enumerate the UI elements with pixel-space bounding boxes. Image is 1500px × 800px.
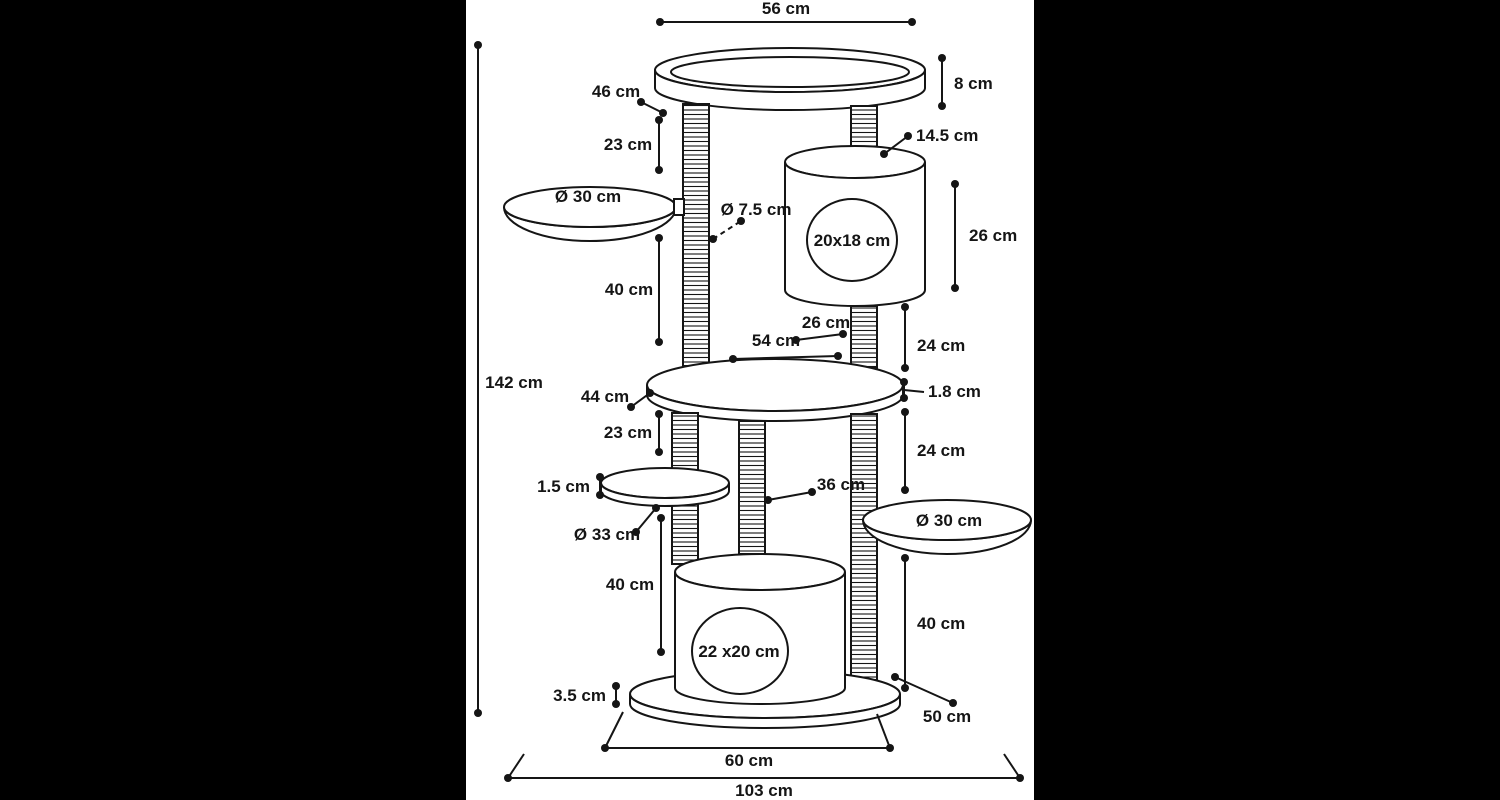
small-platform-diameter-label: Ø 33 cm [574, 525, 640, 544]
dim-small-platform-thickness: 1.5 cm [537, 473, 604, 499]
letterbox-left [0, 0, 466, 800]
top-tray [654, 47, 926, 111]
lower-condo [674, 553, 846, 705]
left-bowl-mount [673, 198, 685, 216]
dim-right-post-upper-segment: 24 cm [901, 408, 965, 494]
lower-middle-post [738, 420, 766, 555]
overall-height-label: 142 cm [485, 373, 543, 392]
dim-upper-post-lower-segment: 40 cm [605, 234, 663, 346]
dim-base-width: 60 cm [601, 711, 894, 770]
middle-platform-diameter-label: 44 cm [581, 387, 629, 406]
cat-tree-drawing [503, 47, 1032, 729]
letterbox-right [1034, 0, 1500, 800]
middle-platform [646, 358, 904, 422]
top-width-label: 56 cm [762, 0, 810, 18]
dim-small-platform-diameter: Ø 33 cm [574, 504, 660, 544]
dim-base-thickness: 3.5 cm [553, 682, 620, 708]
dim-overall-height: 142 cm [474, 41, 543, 717]
upper-left-post [682, 103, 710, 367]
dim-post-below-tray: 14.5 cm [880, 126, 978, 158]
post-below-house-label: 24 cm [917, 336, 965, 355]
base-depth-label: 50 cm [923, 707, 971, 726]
upper-post-upper-segment-label: 23 cm [604, 135, 652, 154]
post-below-condo [850, 305, 878, 369]
left-bowl [503, 186, 685, 242]
left-post-lower-segment-label: 40 cm [606, 575, 654, 594]
base-thickness-label: 3.5 cm [553, 686, 606, 705]
dimension-annotations: 142 cm 56 cm 8 cm 46 cm 14.5 cm 23 cm [474, 0, 1024, 800]
dim-middle-platform-width: 54 cm [729, 331, 842, 363]
dim-middle-post-height: 36 cm [764, 475, 865, 504]
right-bowl [862, 499, 1032, 555]
dim-upper-post-upper-segment: 23 cm [604, 116, 663, 174]
middle-platform-thickness-label: 1.8 cm [928, 382, 981, 401]
middle-post-height-label: 36 cm [817, 475, 865, 494]
upper-opening-label: 20x18 cm [814, 231, 891, 250]
dim-upper-house-height: 26 cm [951, 180, 1017, 292]
right-bowl-diameter-label: Ø 30 cm [916, 511, 982, 530]
lower-right-post [850, 413, 878, 681]
base-width-label: 60 cm [725, 751, 773, 770]
middle-platform-width-label: 54 cm [752, 331, 800, 350]
dim-top-rim-height: 8 cm [938, 54, 993, 110]
dim-middle-platform-diameter: 44 cm [581, 387, 654, 411]
right-post-lower-segment-label: 40 cm [917, 614, 965, 633]
upper-right-short-post [850, 105, 878, 151]
dim-middle-platform-thickness: 1.8 cm [900, 378, 981, 402]
dim-post-below-platform: 23 cm [604, 410, 663, 456]
upper-house-offset-label: 26 cm [802, 313, 850, 332]
small-platform [600, 467, 730, 507]
post-diameter-label: Ø 7.5 cm [721, 200, 792, 219]
dim-overall-width: 103 cm [504, 753, 1024, 800]
overall-width-label: 103 cm [735, 781, 793, 800]
top-rim-height-label: 8 cm [954, 74, 993, 93]
upper-house-height-label: 26 cm [969, 226, 1017, 245]
lower-condo-opening [691, 607, 789, 695]
post-below-tray-label: 14.5 cm [916, 126, 978, 145]
upper-condo [784, 145, 926, 307]
dim-top-platform-diameter: 46 cm [592, 82, 667, 117]
small-platform-thickness-label: 1.5 cm [537, 477, 590, 496]
dim-right-post-lower-segment: 40 cm [901, 554, 965, 692]
dim-upper-house-offset: 26 cm [792, 313, 850, 344]
upper-post-lower-segment-label: 40 cm [605, 280, 653, 299]
upper-condo-opening [806, 198, 898, 282]
dim-post-below-house: 24 cm [901, 303, 965, 372]
top-tray-inner-rim [670, 56, 910, 88]
lower-opening-label: 22 x20 cm [698, 642, 779, 661]
dim-base-depth: 50 cm [891, 673, 971, 726]
dim-post-diameter: Ø 7.5 cm [709, 200, 791, 243]
post-below-platform-label: 23 cm [604, 423, 652, 442]
dim-left-post-lower-segment: 40 cm [606, 514, 665, 656]
top-platform-diameter-label: 46 cm [592, 82, 640, 101]
right-bowl-rim [862, 499, 1032, 541]
right-post-upper-segment-label: 24 cm [917, 441, 965, 460]
dim-top-width: 56 cm [656, 0, 916, 26]
left-bowl-diameter-label: Ø 30 cm [555, 187, 621, 206]
